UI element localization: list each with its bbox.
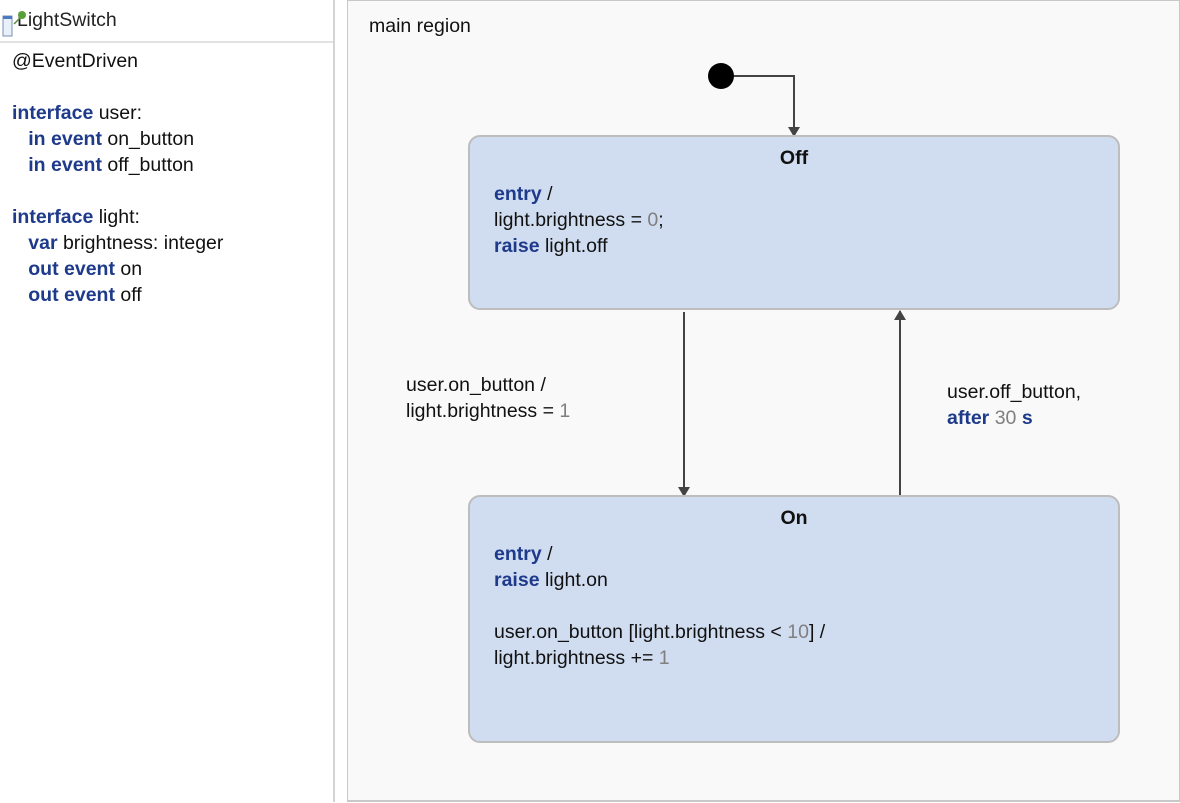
code-text: @EventDriven <box>12 50 139 72</box>
keyword: interface <box>12 102 94 124</box>
code-line <box>12 178 223 204</box>
code-text: user: <box>93 102 143 124</box>
code-line: interface user: <box>12 100 223 126</box>
number-literal: 1 <box>658 647 670 669</box>
keyword: out event <box>28 284 115 306</box>
state-on[interactable]: On entry /raise light.on user.on_button [… <box>468 495 1120 743</box>
state-name: Off <box>779 147 809 169</box>
keyword: in event <box>28 128 102 150</box>
code-line <box>12 74 223 100</box>
number-literal: 10 <box>787 621 809 643</box>
code-text: user.off_button, <box>947 381 1082 403</box>
code-text: light: <box>93 206 140 228</box>
initial-transition[interactable] <box>734 75 800 137</box>
code-line: raise light.on <box>494 567 825 593</box>
code-line: after 30 s <box>947 405 1081 431</box>
code-text <box>12 128 28 150</box>
keyword: after <box>947 407 990 429</box>
keyword: s <box>1021 407 1033 429</box>
keyword: raise <box>494 235 540 257</box>
code-text: on_button <box>101 128 195 150</box>
code-text <box>12 154 28 176</box>
code-line: var brightness: integer <box>12 230 223 256</box>
code-line: interface light: <box>12 204 223 230</box>
code-line: out event on <box>12 256 223 282</box>
number-literal: 0 <box>647 209 659 231</box>
code-text: user.on_button / <box>406 374 546 396</box>
code-line: user.on_button / <box>406 372 570 398</box>
statechart-canvas[interactable]: main region Off entry /light.brightness … <box>347 0 1180 802</box>
code-text: brightness: integer <box>57 232 224 254</box>
definition-code[interactable]: @EventDriven interface user: in event on_… <box>12 48 223 308</box>
code-line: out event off <box>12 282 223 308</box>
code-text: light.brightness = <box>406 400 560 422</box>
code-line: in event on_button <box>12 126 223 152</box>
state-behavior: entry /light.brightness = 0;raise light.… <box>494 181 664 259</box>
keyword: out event <box>28 258 115 280</box>
keyword: var <box>28 232 58 254</box>
code-line: entry / <box>494 541 825 567</box>
code-line: light.brightness = 0; <box>494 207 664 233</box>
keyword: interface <box>12 206 94 228</box>
code-text: ] / <box>808 621 826 643</box>
transition-label-on-to-off[interactable]: user.off_button,after 30 s <box>947 379 1081 431</box>
definition-section-panel: LightSwitch @EventDriven interface user: … <box>0 0 335 802</box>
code-line: @EventDriven <box>12 48 223 74</box>
code-text <box>12 258 28 280</box>
region-label: main region <box>369 15 471 37</box>
code-line: light.brightness += 1 <box>494 645 825 671</box>
code-text: / <box>541 543 553 565</box>
state-name: On <box>780 507 808 529</box>
code-text: ; <box>658 209 664 231</box>
keyword: entry <box>494 543 542 565</box>
code-text: light.on <box>539 569 608 591</box>
code-text: light.brightness = <box>494 209 648 231</box>
code-text: / <box>541 183 553 205</box>
code-text <box>12 232 28 254</box>
keyword: raise <box>494 569 540 591</box>
code-text <box>12 284 28 306</box>
transition-label-off-to-on[interactable]: user.on_button /light.brightness = 1 <box>406 372 570 424</box>
panel-title: LightSwitch <box>0 0 333 43</box>
code-text: light.brightness += <box>494 647 659 669</box>
code-line: raise light.off <box>494 233 664 259</box>
code-line <box>494 593 825 619</box>
state-behavior: entry /raise light.on user.on_button [lig… <box>494 541 825 671</box>
code-text: off_button <box>101 154 194 176</box>
code-line: light.brightness = 1 <box>406 398 570 424</box>
code-line: user.off_button, <box>947 379 1081 405</box>
keyword: entry <box>494 183 542 205</box>
transition-layer <box>678 63 906 497</box>
code-text: on <box>114 258 143 280</box>
code-text: light.off <box>539 235 608 257</box>
pin-editor-icon[interactable] <box>0 8 28 38</box>
code-text: off <box>114 284 142 306</box>
initial-state[interactable] <box>708 63 734 89</box>
code-line: in event off_button <box>12 152 223 178</box>
code-text: user.on_button [light.brightness < <box>494 621 788 643</box>
state-off[interactable]: Off entry /light.brightness = 0;raise li… <box>468 135 1120 310</box>
number-literal: 30 <box>994 407 1017 429</box>
code-line: user.on_button [light.brightness < 10] / <box>494 619 825 645</box>
number-literal: 1 <box>559 400 571 422</box>
code-line: entry / <box>494 181 664 207</box>
keyword: in event <box>28 154 102 176</box>
